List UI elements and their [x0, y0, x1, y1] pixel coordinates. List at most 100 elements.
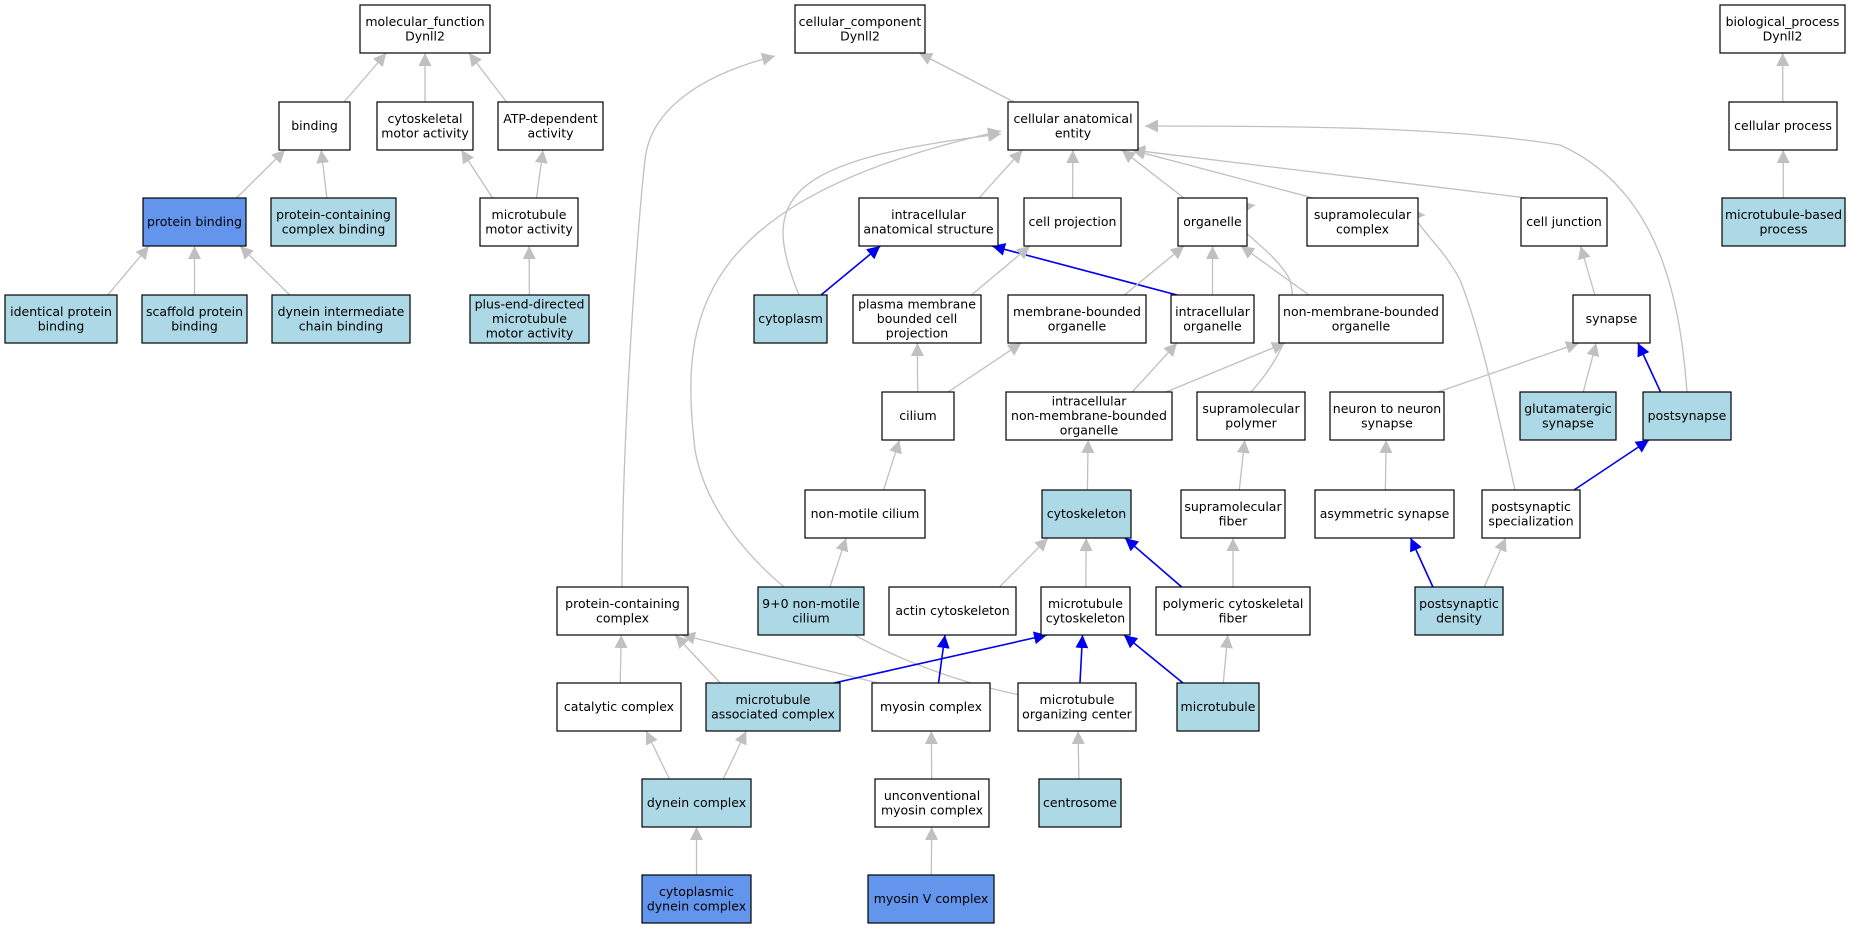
node-myosinV[interactable]: myosin V complex	[867, 874, 995, 924]
node-box	[278, 101, 351, 151]
node-postsyn[interactable]: postsynapse	[1642, 391, 1732, 441]
node-cytoskel[interactable]: cytoskeleton	[1041, 489, 1132, 539]
node-label-line: molecular_function	[365, 14, 484, 29]
node-box	[1481, 489, 1581, 539]
node-label-line: polymeric cytoskeletal	[1163, 596, 1304, 611]
node-microtubule[interactable]: microtubule	[1176, 682, 1260, 732]
node-label-line: motor activity	[486, 326, 574, 341]
node-label-line: supramolecular	[1184, 499, 1282, 514]
node-label-line: anatomical structure	[863, 221, 993, 236]
edge-icorg-to-ias	[991, 243, 1178, 296]
node-label-line: organizing center	[1022, 706, 1132, 721]
edge-pcc-to-cc	[621, 52, 776, 588]
node-box	[1023, 197, 1122, 247]
node-centrosome[interactable]: centrosome	[1038, 778, 1122, 828]
node-box	[141, 294, 248, 344]
node-cytoplasm[interactable]: cytoplasm	[753, 294, 828, 344]
node-protbind[interactable]: protein binding	[142, 197, 247, 247]
node-asymsyn[interactable]: asymmetric synapse	[1314, 489, 1455, 539]
node-icnmbo[interactable]: intracellularnon-membrane-boundedorganel…	[1005, 391, 1173, 441]
edge-pccbind-to-binding	[316, 149, 330, 199]
node-nonmotile[interactable]: non-motile cilium	[804, 489, 926, 539]
edge-cytoplasm-to-ias	[820, 245, 881, 296]
node-label-line: asymmetric synapse	[1320, 506, 1450, 521]
node-label-line: neuron to neuron	[1333, 401, 1441, 416]
node-label-line: complex	[1336, 221, 1389, 236]
node-cellproj[interactable]: cell projection	[1023, 197, 1122, 247]
node-label-line: organelle	[1332, 318, 1391, 333]
node-organelle[interactable]: organelle	[1177, 197, 1248, 247]
node-box	[1038, 778, 1122, 828]
node-label-line: motor activity	[381, 125, 469, 140]
edge-supracx-to-cae	[1131, 147, 1314, 199]
node-box	[1007, 294, 1147, 344]
node-label-line: microtubule	[736, 692, 811, 707]
node-label-line: process	[1759, 221, 1807, 236]
node-label-line: membrane-bounded	[1013, 304, 1141, 319]
node-label-line: identical protein	[10, 304, 112, 319]
node-label-line: non-motile cilium	[811, 506, 920, 521]
node-binding[interactable]: binding	[278, 101, 351, 151]
node-box	[1728, 101, 1838, 151]
node-catcx[interactable]: catalytic complex	[556, 682, 682, 732]
node-label-line: projection	[886, 326, 948, 341]
node-synapse[interactable]: synapse	[1572, 294, 1651, 344]
edge-centrosome-to-mtoc	[1071, 730, 1085, 780]
node-label-line: activity	[527, 125, 574, 140]
node-box	[867, 874, 995, 924]
edge-ninezero-to-nonmotile	[829, 537, 849, 588]
node-box	[1017, 682, 1137, 732]
node-label-line: fiber	[1219, 513, 1248, 528]
node-label-line: organelle	[1048, 318, 1107, 333]
node-box	[858, 197, 999, 247]
node-dyneincx[interactable]: dynein complex	[641, 778, 752, 828]
node-box	[753, 294, 828, 344]
node-box	[1306, 197, 1419, 247]
node-myosincx[interactable]: myosin complex	[871, 682, 991, 732]
node-cilium[interactable]: cilium	[881, 391, 955, 441]
node-cellproc[interactable]: cellular process	[1728, 101, 1838, 151]
node-label-line: non-membrane-bounded	[1011, 408, 1167, 423]
edge-pss-to-postsyn	[1573, 439, 1650, 491]
node-celljunc[interactable]: cell junction	[1520, 197, 1608, 247]
node-label-line: polymer	[1225, 415, 1277, 430]
node-box	[641, 778, 752, 828]
node-label-line: cilium	[792, 610, 829, 625]
node-box	[1278, 294, 1444, 344]
node-actincs[interactable]: actin cytoskeleton	[888, 586, 1017, 636]
